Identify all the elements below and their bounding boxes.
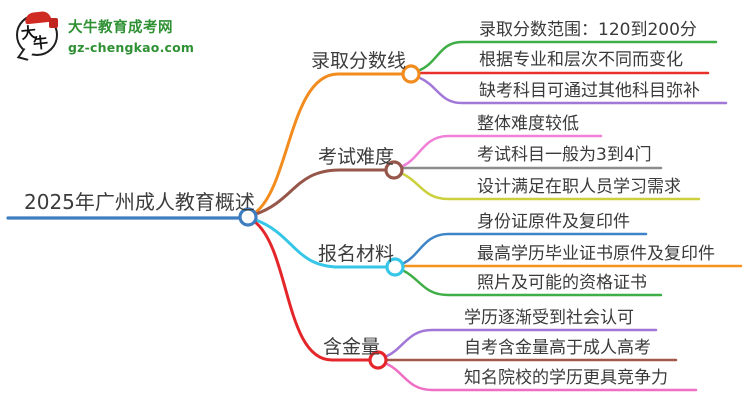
leaf-label: 知名院校的学历更具竞争力 (464, 368, 668, 388)
logo-text-block: 大牛教育成考网 gz-chengkao.com (68, 8, 194, 55)
logo-red-seal-icon (49, 18, 58, 28)
branch-label-exam-difficulty: 考试难度 (318, 146, 395, 168)
root-node-circle (238, 207, 258, 227)
leaf-label: 设计满足在职人员学习需求 (477, 177, 681, 197)
branch-label-admission-score: 录取分数线 (311, 50, 407, 72)
branch-4-node-circle (368, 350, 388, 370)
leaf-label: 照片及可能的资格证书 (477, 273, 647, 293)
leaf-label: 考试科目一般为3到4门 (477, 145, 652, 165)
branch-label-value: 含金量 (323, 336, 381, 358)
leaf-label: 自考含金量高于成人高考 (464, 338, 651, 358)
leaf-label: 身份证原件及复印件 (477, 212, 630, 232)
leaf-label: 整体难度较低 (477, 114, 579, 134)
branch-label-registration-materials: 报名材料 (318, 243, 395, 265)
site-logo: 大 牛 大牛教育成考网 gz-chengkao.com (16, 8, 194, 56)
root-topic-label: 2025年广州成人教育概述 (24, 190, 255, 214)
site-name: 大牛教育成考网 (68, 20, 173, 36)
branch-2-line (254, 168, 387, 216)
leaf-label: 缺考科目可通过其他科目弥补 (479, 81, 700, 101)
branch-3-line (254, 218, 388, 269)
leaf-label: 学历逐渐受到社会认可 (464, 308, 634, 328)
branch-4-child-3-line (385, 362, 698, 392)
logo-bubble-icon: 大 牛 (16, 10, 58, 56)
leaf-label: 根据专业和层次不同而变化 (479, 50, 683, 70)
logo-char-niu: 牛 (32, 33, 49, 53)
branch-1-child-3-line (418, 76, 728, 105)
branch-2-node-circle (384, 160, 404, 180)
site-url: gz-chengkao.com (68, 40, 195, 55)
branch-1-line (254, 72, 404, 214)
branch-2-child-1-line (401, 134, 603, 168)
branch-2-child-3-line (401, 172, 701, 201)
branch-4-child-1-line (385, 328, 658, 358)
branch-1-node-circle (401, 64, 421, 84)
leaf-label: 录取分数范围：120到200分 (479, 20, 697, 40)
branch-3-child-3-line (402, 269, 663, 297)
leaf-label: 最高学历毕业证书原件及复印件 (477, 244, 715, 264)
branch-3-node-circle (385, 257, 405, 277)
branch-3-child-1-line (402, 232, 648, 265)
branch-1-child-1-line (418, 40, 718, 72)
branch-4-line (253, 220, 371, 362)
